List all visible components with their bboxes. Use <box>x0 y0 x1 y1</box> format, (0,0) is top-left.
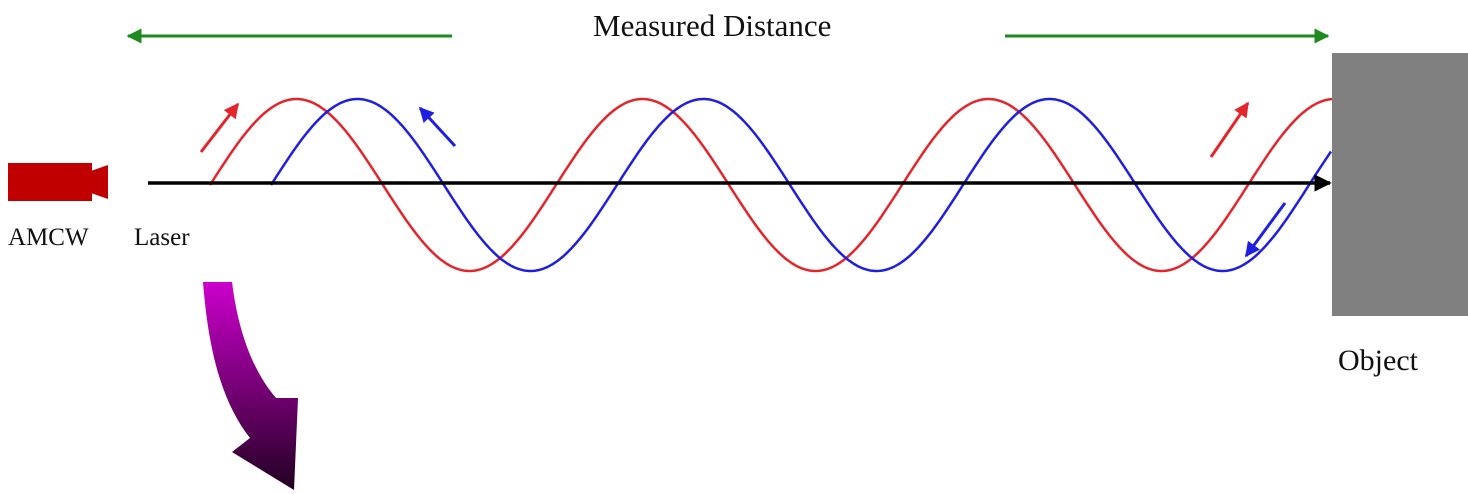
reflected-wave <box>269 97 1333 273</box>
diagram-title: Measured Distance <box>593 8 832 43</box>
curved-output-arrow-icon <box>203 282 298 490</box>
object-label: Object <box>1338 344 1418 377</box>
reflected-direction-arrow-left <box>418 106 457 148</box>
emitted-direction-arrow-right <box>1209 101 1250 158</box>
emitted-wave <box>208 97 1333 273</box>
laser-emitter-icon <box>8 163 108 201</box>
laser-label-laser: Laser <box>134 224 190 251</box>
reflected-direction-arrow-right <box>1244 202 1287 258</box>
laser-label-amcw: AMCW <box>8 224 89 251</box>
object-block <box>1332 53 1468 316</box>
emitted-direction-arrow-left <box>199 102 240 153</box>
